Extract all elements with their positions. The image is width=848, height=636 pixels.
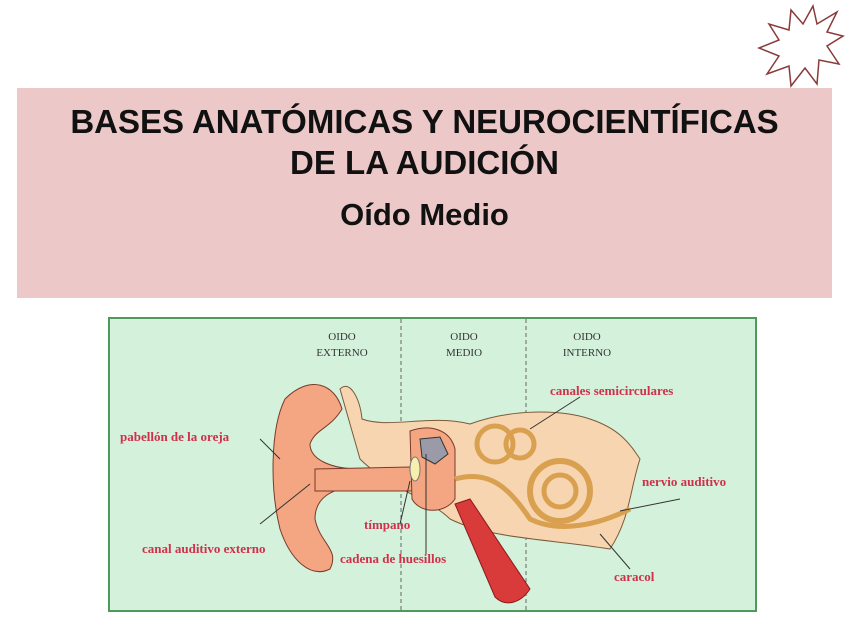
label-caracol: caracol (614, 569, 655, 584)
ear-anatomy-diagram: OIDO EXTERNO OIDO MEDIO OIDO INTERNO pab… (108, 317, 757, 612)
label-cadena-huesillos: cadena de huesillos (340, 551, 447, 566)
zone-oido-interno: OIDO INTERNO (542, 329, 632, 361)
title-line-2: DE LA AUDICIÓN (290, 144, 559, 181)
label-canales-semicirculares: canales semicirculares (550, 383, 674, 398)
title-box: BASES ANATÓMICAS Y NEUROCIENTÍFICAS DE L… (17, 88, 832, 298)
zone-label: OIDO (573, 331, 601, 343)
zone-label: EXTERNO (316, 347, 368, 359)
zone-oido-medio: OIDO MEDIO (419, 329, 509, 361)
pointer-lines (259, 396, 681, 570)
slide-subtitle: Oído Medio (340, 197, 509, 232)
zone-label: INTERNO (562, 347, 612, 359)
zone-oido-externo: OIDO EXTERNO (297, 329, 387, 361)
title-line-1: BASES ANATÓMICAS Y NEUROCIENTÍFICAS (70, 103, 779, 140)
ossicles-shape (419, 436, 449, 465)
eardrum-shape (409, 456, 421, 482)
label-nervio-auditivo: nervio auditivo (642, 474, 727, 489)
zone-label: OIDO (328, 331, 356, 343)
zone-label: OIDO (450, 331, 478, 343)
eustachian-tube-shape (454, 498, 531, 604)
label-timpano: tímpano (364, 517, 411, 532)
label-pabellon: pabellón de la oreja (120, 429, 230, 444)
ear-illustration (259, 319, 681, 610)
slide-title: BASES ANATÓMICAS Y NEUROCIENTÍFICAS DE L… (17, 101, 832, 183)
starburst-icon (756, 3, 845, 88)
ear-canal-shape (314, 466, 416, 492)
label-canal-auditivo: canal auditivo externo (142, 541, 266, 556)
zone-label: MEDIO (445, 347, 483, 359)
